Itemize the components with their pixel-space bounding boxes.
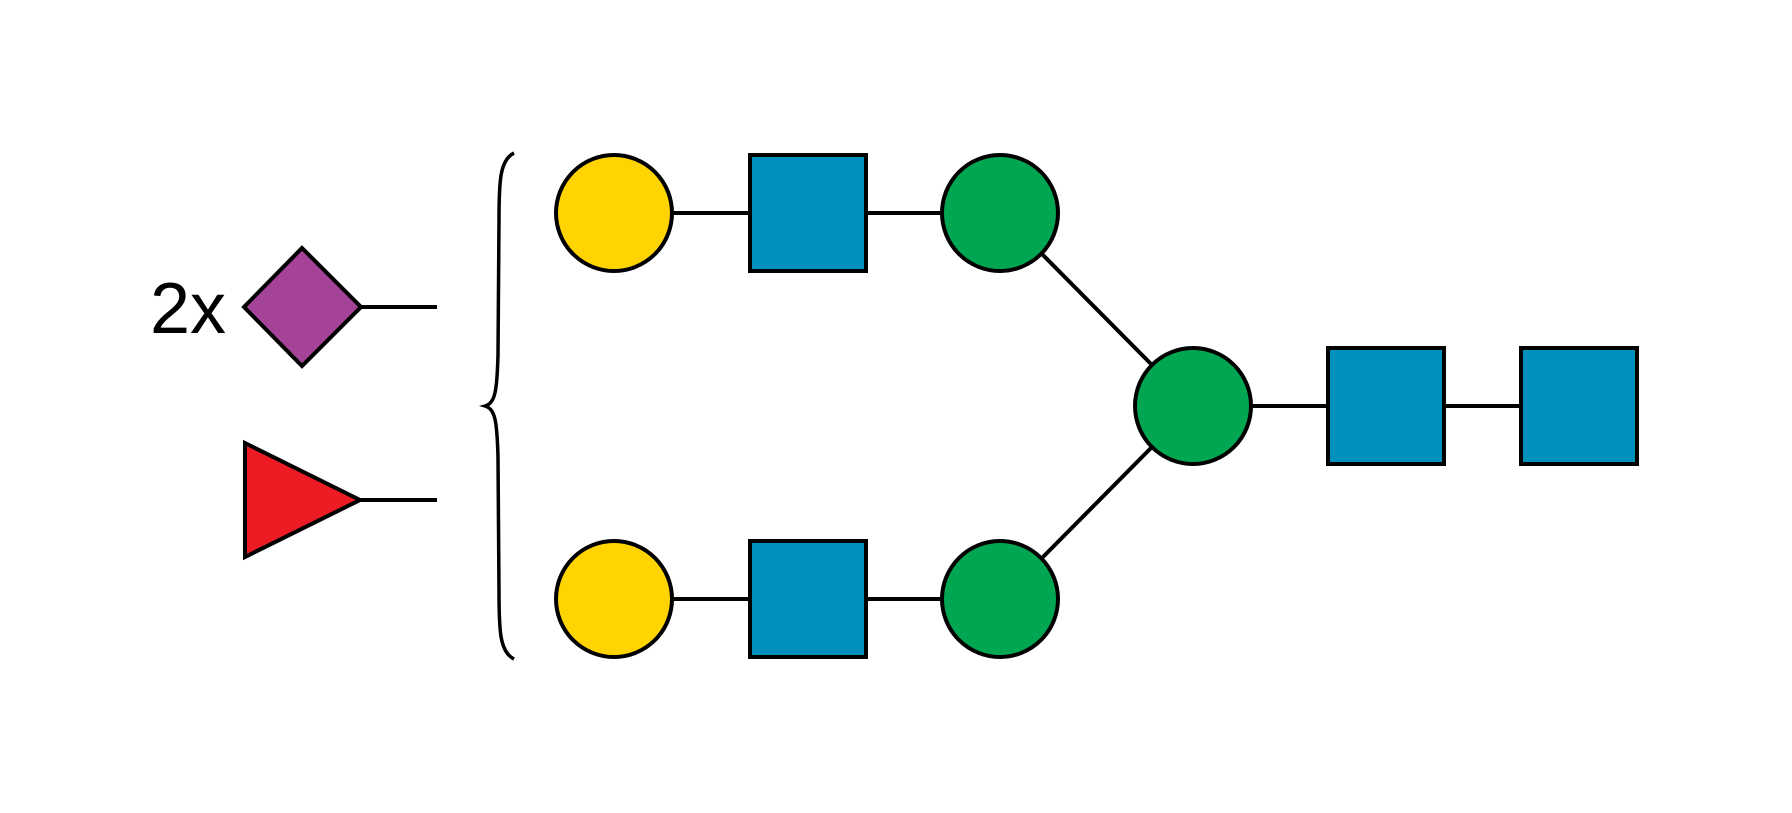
fucose-triangle-icon [243, 439, 365, 561]
multiplier-label: 2x [150, 269, 226, 349]
core-mannose-circle [1133, 346, 1253, 466]
core-glcnac-square-1 [1326, 346, 1446, 466]
upper-mannose-circle [940, 153, 1060, 273]
upper-galactose-circle [554, 153, 674, 273]
substituent-brace [478, 151, 515, 661]
lower-mannose-circle [940, 539, 1060, 659]
sialic-acid-diamond-icon [241, 245, 364, 369]
lower-glcnac-square [748, 539, 868, 659]
upper-glcnac-square [748, 153, 868, 273]
bond-layer [360, 211, 1521, 601]
bond-lower-man-core [1038, 444, 1155, 562]
bond-upper-man-core [1038, 250, 1155, 368]
lower-galactose-circle [554, 539, 674, 659]
core-glcnac-square-2 [1519, 346, 1639, 466]
